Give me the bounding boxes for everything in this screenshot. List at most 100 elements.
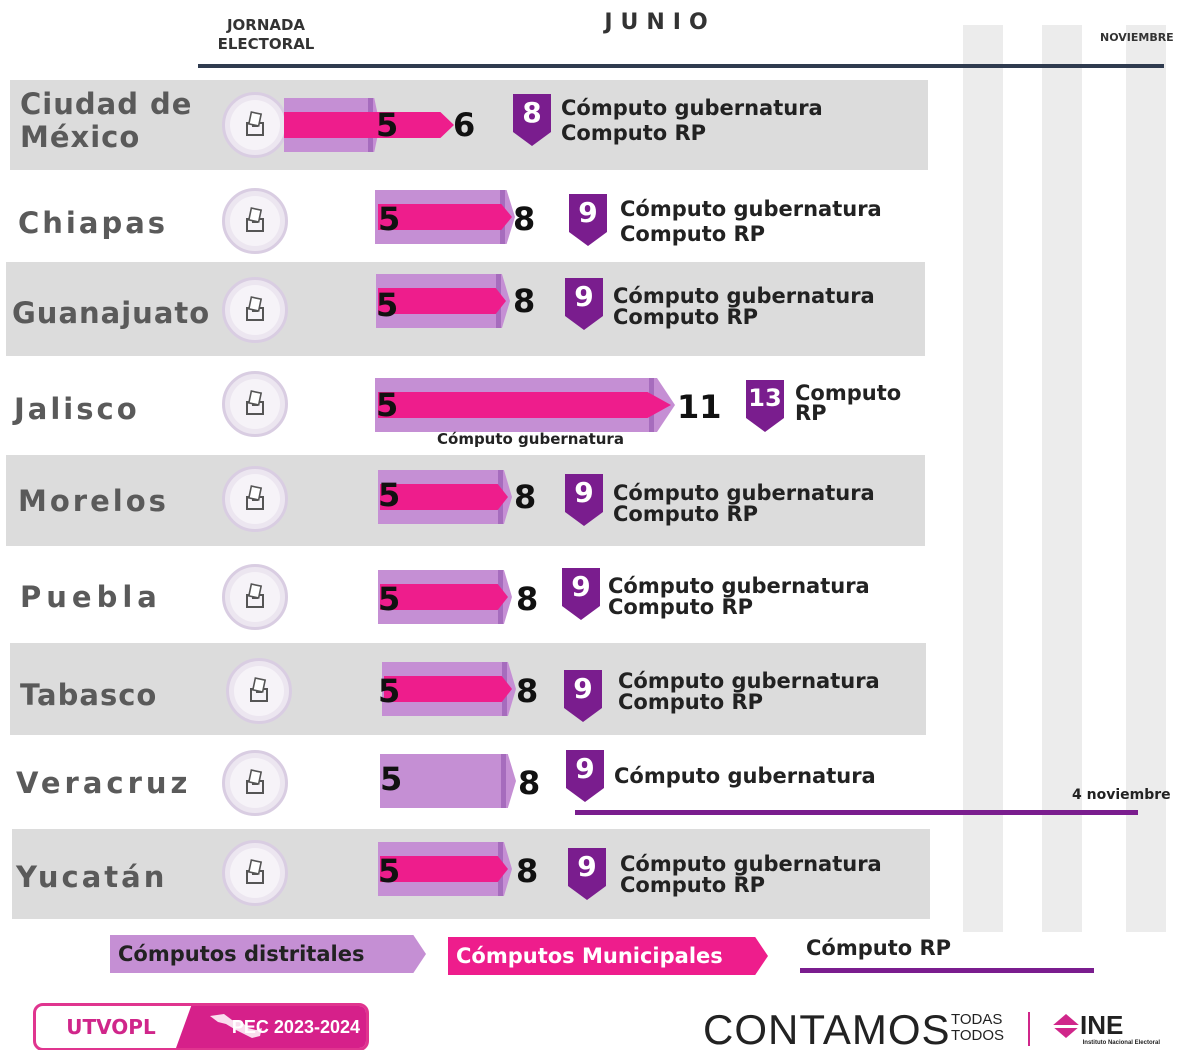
logo-divider bbox=[1028, 1012, 1030, 1046]
gubernatura-day-badge: 9 bbox=[561, 276, 607, 334]
badge-number: 9 bbox=[578, 196, 598, 229]
start-day: 5 bbox=[376, 106, 399, 144]
computo-label: Cómputo gubernatura bbox=[613, 284, 875, 308]
state-name: Veracruz bbox=[16, 766, 192, 800]
month-label: JUNIO bbox=[604, 10, 716, 35]
distritales-bar bbox=[380, 754, 516, 808]
todas-label: TODAS bbox=[951, 1011, 1003, 1028]
gubernatura-day-badge: 9 bbox=[562, 748, 608, 806]
timeline-column-stripe bbox=[1042, 25, 1082, 932]
mexico-map-icon bbox=[210, 1014, 262, 1038]
ballot-box-icon bbox=[222, 750, 288, 816]
end-day: 8 bbox=[516, 580, 539, 618]
ine-text: INE bbox=[1080, 1010, 1124, 1040]
computo-label: Computo bbox=[795, 381, 902, 405]
computo-rp-label: Computo RP bbox=[620, 222, 766, 246]
badge-number: 9 bbox=[577, 850, 597, 883]
badge-number: 13 bbox=[748, 384, 782, 412]
computo-label: Cómputo gubernatura bbox=[613, 481, 875, 505]
state-name: Jalisco bbox=[14, 392, 140, 426]
timeline-axis bbox=[198, 64, 1164, 68]
legend-municipales: Cómputos Municipales bbox=[448, 937, 768, 975]
state-name: Morelos bbox=[18, 484, 169, 518]
state-name: Guanajuato bbox=[12, 296, 211, 330]
computo-label: Cómputo gubernatura bbox=[620, 852, 882, 876]
end-day: 8 bbox=[514, 478, 537, 516]
end-day: 8 bbox=[516, 852, 539, 890]
ballot-box-icon bbox=[222, 840, 288, 906]
badge-number: 9 bbox=[575, 752, 595, 785]
gubernatura-note: Cómputo gubernatura bbox=[437, 430, 624, 448]
end-day: 8 bbox=[513, 282, 536, 320]
legend-rp-label: Cómputo RP bbox=[806, 936, 952, 960]
rp-end-date: 4 noviembre bbox=[1072, 787, 1171, 803]
state-name: Tabasco bbox=[20, 678, 158, 712]
row-background bbox=[10, 80, 928, 170]
computo-rp-label: RP bbox=[795, 401, 827, 425]
ballot-box-icon bbox=[222, 277, 288, 343]
start-day: 5 bbox=[378, 852, 401, 890]
rp-period-line bbox=[575, 810, 1138, 815]
municipales-bar bbox=[378, 204, 512, 230]
legend-distritales: Cómputos distritales bbox=[110, 935, 426, 973]
municipales-bar bbox=[378, 288, 506, 314]
state-name: Puebla bbox=[20, 580, 162, 614]
start-day: 5 bbox=[376, 386, 399, 424]
gubernatura-day-badge: 8 bbox=[509, 92, 555, 150]
ballot-box-icon bbox=[226, 658, 292, 724]
ballot-box-icon bbox=[222, 92, 288, 158]
start-day: 5 bbox=[376, 286, 399, 324]
end-day: 8 bbox=[513, 200, 536, 238]
start-day: 5 bbox=[378, 580, 401, 618]
pec-label: PEC 2023-2024 bbox=[176, 1006, 366, 1048]
start-day: 5 bbox=[380, 760, 403, 798]
badge-number: 9 bbox=[574, 280, 594, 313]
gubernatura-day-badge: 9 bbox=[564, 846, 610, 904]
computo-rp-label: Computo RP bbox=[618, 690, 764, 714]
computo-label: Cómputo gubernatura bbox=[614, 764, 876, 788]
badge-number: 8 bbox=[522, 96, 542, 129]
gubernatura-day-badge: 9 bbox=[560, 668, 606, 726]
end-day: 8 bbox=[516, 672, 539, 710]
timeline-column-stripe bbox=[1126, 25, 1166, 932]
badge-number: 9 bbox=[573, 672, 593, 705]
computo-rp-label: Computo RP bbox=[620, 873, 766, 897]
state-name: Yucatán bbox=[16, 860, 168, 894]
ine-logo: INE Instituto Nacional Electoral bbox=[1050, 1010, 1160, 1048]
ballot-box-icon bbox=[222, 564, 288, 630]
ballot-box-icon bbox=[222, 371, 288, 437]
computo-label: Cómputo gubernatura bbox=[618, 669, 880, 693]
computo-rp-label: Computo RP bbox=[613, 305, 759, 329]
start-day: 5 bbox=[378, 200, 401, 238]
legend-rp-line bbox=[800, 968, 1094, 973]
computo-label: Cómputo gubernatura bbox=[561, 96, 823, 120]
end-day: 11 bbox=[677, 388, 722, 426]
start-day: 5 bbox=[378, 476, 401, 514]
municipales-bar bbox=[380, 856, 508, 882]
rp-day-badge: 13 bbox=[742, 378, 788, 436]
state-name: Chiapas bbox=[18, 206, 169, 240]
november-label: NOVIEMBRE bbox=[1100, 31, 1174, 44]
municipales-bar bbox=[380, 584, 508, 610]
computo-label: Cómputo gubernatura bbox=[608, 574, 870, 598]
start-day: 5 bbox=[378, 672, 401, 710]
computo-label: Cómputo gubernatura bbox=[620, 197, 882, 221]
utvopl-badge: UTVOPL PEC 2023-2024 bbox=[33, 1003, 369, 1050]
ine-subtitle: Instituto Nacional Electoral bbox=[1082, 1040, 1160, 1046]
todos-label: TODOS bbox=[951, 1027, 1005, 1044]
municipales-bar bbox=[380, 484, 508, 510]
gubernatura-day-badge: 9 bbox=[565, 192, 611, 250]
utvopl-label: UTVOPL bbox=[66, 1015, 156, 1039]
computo-rp-label: Computo RP bbox=[561, 121, 707, 145]
municipales-bar bbox=[378, 392, 671, 418]
badge-number: 9 bbox=[571, 570, 591, 603]
ine-emblem-icon bbox=[1052, 1014, 1080, 1038]
ballot-box-icon bbox=[222, 466, 288, 532]
state-name: Ciudad de México bbox=[20, 87, 193, 154]
timeline-column-stripe bbox=[963, 25, 1003, 932]
municipales-bar bbox=[384, 676, 512, 702]
contamos-logo: CONTAMOS bbox=[703, 1006, 951, 1050]
gubernatura-day-badge: 9 bbox=[558, 566, 604, 624]
gubernatura-day-badge: 9 bbox=[561, 472, 607, 530]
end-day: 6 bbox=[453, 106, 476, 144]
